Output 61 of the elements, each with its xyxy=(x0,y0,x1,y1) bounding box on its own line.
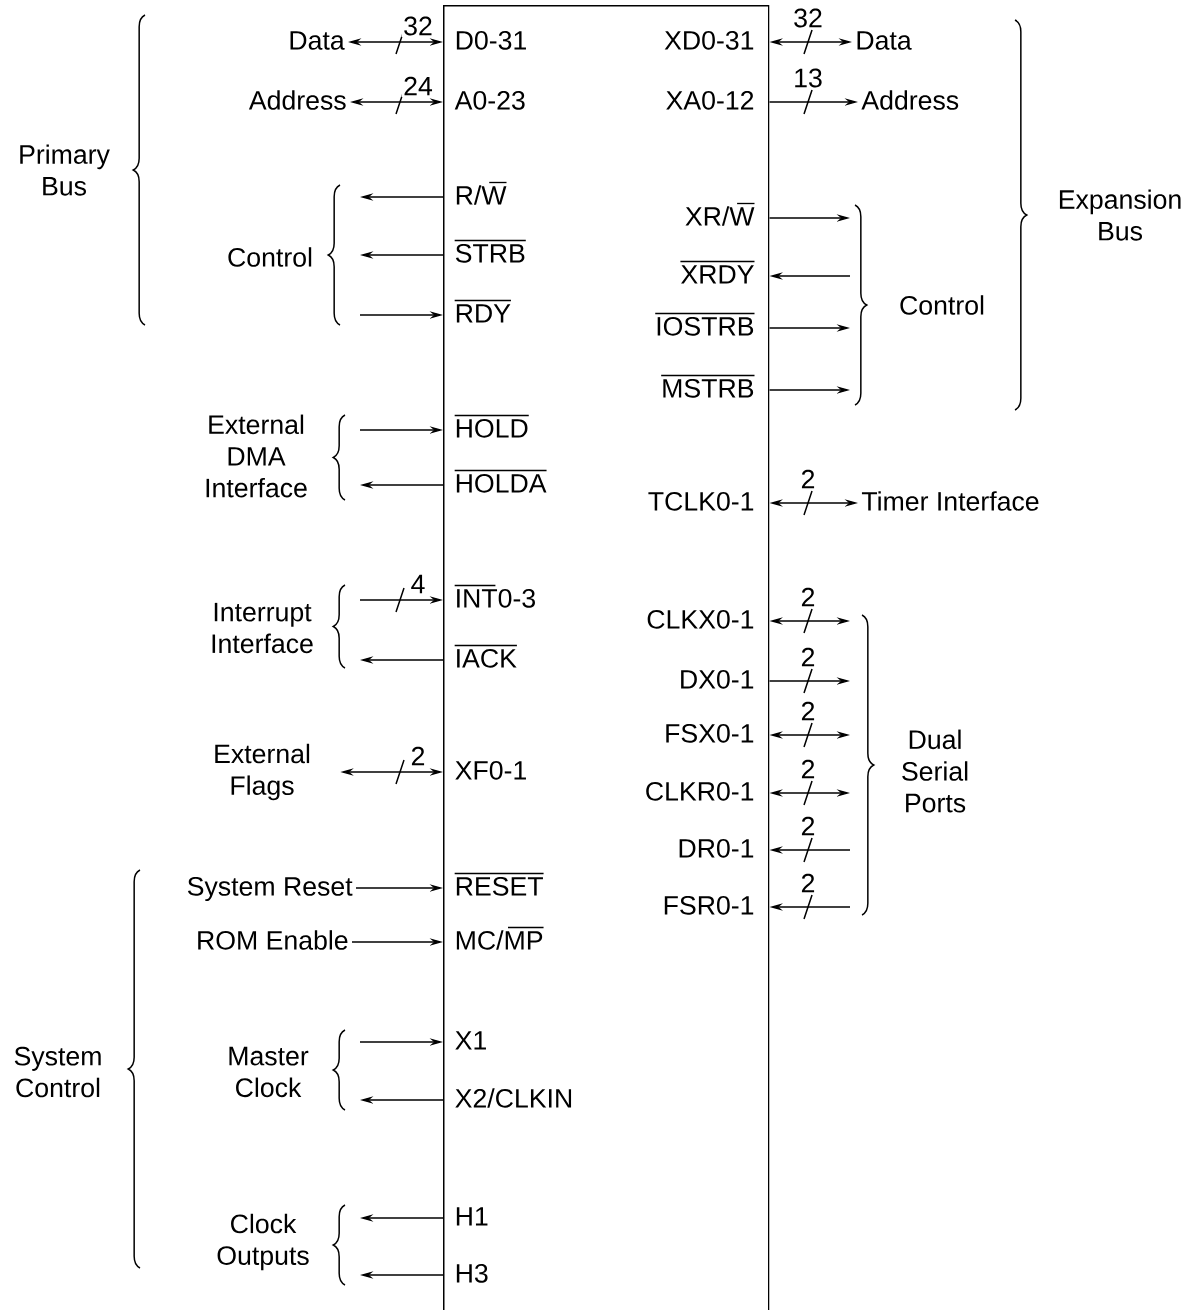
pin-label: CLKX0-1 xyxy=(647,609,754,629)
edge-label: 2 xyxy=(801,759,815,779)
signal-label: System Reset xyxy=(187,876,353,902)
pin-label: RESET xyxy=(454,872,545,896)
group-label: Master Clock xyxy=(229,1046,309,1098)
pin-label: DR0-1 xyxy=(679,838,754,858)
group-label: Control xyxy=(900,295,984,315)
edge-label: 32 xyxy=(404,16,432,36)
signal-label: Data xyxy=(857,31,912,50)
edge-label: 4 xyxy=(411,574,425,594)
group-label: Dual Serial Ports xyxy=(902,729,968,813)
pin-label: XA0-12 xyxy=(666,90,754,110)
group-label: Interrupt Interface xyxy=(212,602,313,654)
chip-box xyxy=(443,5,770,1310)
edge-label: 2 xyxy=(801,647,815,667)
signal-label: Address xyxy=(861,90,959,110)
pin-label: MC/MP xyxy=(456,926,545,950)
signal-label: ROM Enable xyxy=(198,930,348,950)
pin-label: INT0-3 xyxy=(454,584,535,608)
signal-label: Data xyxy=(290,31,345,50)
pin-label: IOSTRB xyxy=(654,312,756,336)
pin-label: H1 xyxy=(456,1207,488,1226)
edge-label: 32 xyxy=(794,8,822,28)
edge-label: 2 xyxy=(801,873,815,893)
edge-label: 24 xyxy=(404,76,433,96)
signal-label: Timer Interface xyxy=(861,491,1039,511)
pin-label: TCLK0-1 xyxy=(648,491,754,511)
pin-label: XF0-1 xyxy=(455,760,526,780)
pin-label: CLKR0-1 xyxy=(646,781,754,801)
group-label: Expansion Bus xyxy=(1059,189,1181,241)
edge-label: 2 xyxy=(801,469,815,489)
group-label: Clock Outputs xyxy=(217,1213,309,1271)
pin-label: X2/CLKIN xyxy=(455,1088,572,1108)
pin-label: IACK xyxy=(454,644,518,668)
group-label: Primary Bus xyxy=(20,144,110,196)
edge-label: 13 xyxy=(795,68,822,88)
group-label: External DMA Interface xyxy=(206,414,307,498)
pin-label: XR/W xyxy=(685,202,756,226)
pin-label: H3 xyxy=(456,1263,488,1283)
group-label: System Control xyxy=(14,1046,101,1098)
pin-label: FSR0-1 xyxy=(664,895,754,915)
pin-label: XD0-31 xyxy=(664,30,754,50)
signal-label: Address xyxy=(248,90,346,110)
group-label: Control xyxy=(228,247,312,267)
pin-label: HOLDA xyxy=(454,469,548,493)
pin-label: HOLD xyxy=(454,414,530,438)
pin-label: XRDY xyxy=(679,260,756,284)
pin-label: STRB xyxy=(454,239,527,263)
pin-label: RDY xyxy=(454,299,512,323)
pin-label: X1 xyxy=(455,1031,486,1050)
edge-label: 2 xyxy=(801,816,815,836)
pin-label: MSTRB xyxy=(660,374,756,398)
edge-label: 2 xyxy=(411,746,425,766)
pin-label: R/W xyxy=(456,181,508,205)
edge-label: 2 xyxy=(801,701,815,721)
pin-label: FSX0-1 xyxy=(666,723,754,743)
pin-label: D0-31 xyxy=(456,30,526,50)
pin-label: A0-23 xyxy=(454,90,525,110)
signal-label: External Flags xyxy=(215,743,310,801)
pin-label: DX0-1 xyxy=(681,669,754,689)
edge-label: 2 xyxy=(801,587,815,607)
